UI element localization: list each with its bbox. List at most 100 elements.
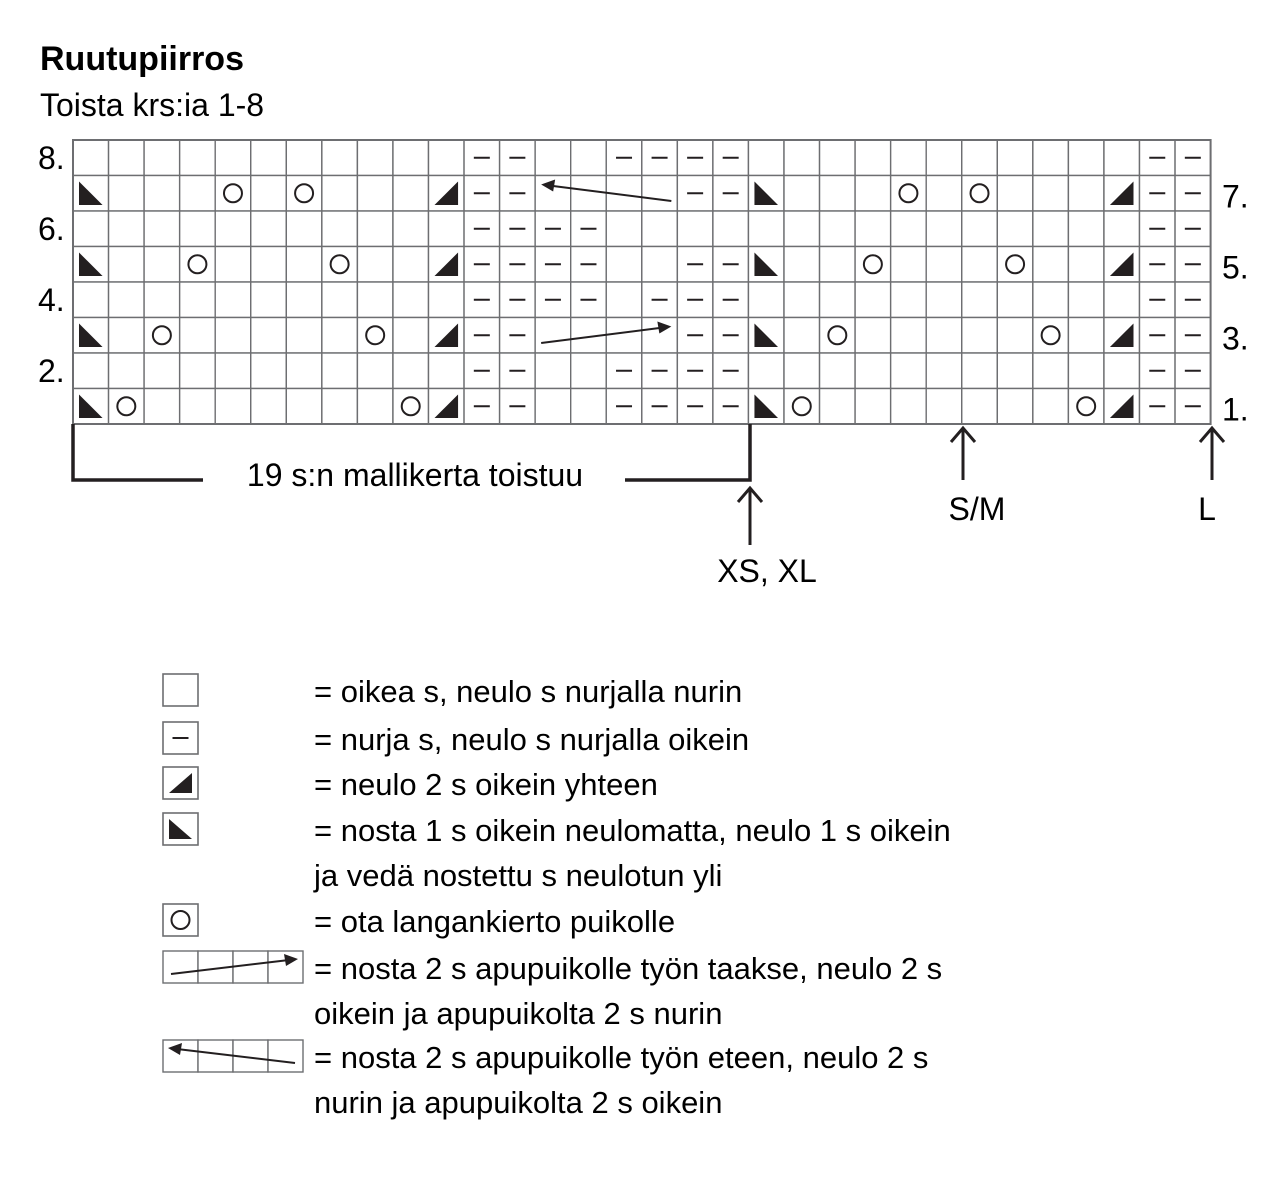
- legend-cell-box: [162, 903, 199, 937]
- chart-cell: [285, 352, 323, 390]
- size-marker-s-m-label: S/M: [949, 491, 1006, 527]
- chart-cell: [534, 316, 572, 354]
- chart-cell: [356, 210, 394, 248]
- chart-cell: [712, 210, 750, 248]
- chart-cell: [321, 245, 359, 283]
- cell-box: [854, 316, 892, 354]
- legend-item: = oikea s, neulo s nurjalla nurin: [162, 673, 742, 709]
- chart-cell: [285, 316, 323, 354]
- chart-cell: [1138, 387, 1176, 425]
- legend-yo-icon: [162, 903, 199, 937]
- cell-box: [143, 174, 181, 212]
- chart-cell: [925, 210, 963, 248]
- chart-cell: [178, 281, 216, 319]
- chart-cell: [1174, 281, 1212, 319]
- chart-cell: [961, 352, 998, 390]
- cell-box: [747, 352, 785, 390]
- cell-box: [107, 316, 145, 354]
- cell-box: [392, 245, 430, 283]
- cell-box: [570, 387, 607, 425]
- chart-cell: [889, 281, 927, 319]
- cell-box: [285, 210, 323, 248]
- cell-box: [1103, 139, 1141, 177]
- chart-cell: [1138, 174, 1176, 212]
- cell-box: [925, 139, 963, 177]
- chart-cell: [250, 387, 287, 425]
- chart-cell: [641, 245, 679, 283]
- k2tog-symbol: [169, 773, 192, 793]
- chart-cell: [356, 352, 394, 390]
- cell-box: [72, 352, 110, 390]
- cell-box: [1138, 352, 1176, 390]
- chart-cell: [570, 387, 607, 425]
- chart-cell: [1138, 316, 1176, 354]
- chart-cell: [783, 245, 821, 283]
- row-number-right: 1.: [1222, 391, 1249, 427]
- chart-cell: [818, 352, 856, 390]
- cell-box: [818, 352, 856, 390]
- chart-cell: [72, 174, 110, 212]
- chart-cell: [392, 281, 430, 319]
- chart-cell: [1067, 245, 1105, 283]
- chart-subtitle: Toista krs:ia 1-8: [40, 87, 264, 123]
- row-number-left: 2.: [38, 353, 65, 389]
- legend-knit-icon: [162, 673, 199, 707]
- cell-box: [747, 210, 785, 248]
- yarn-over-symbol: [969, 183, 990, 204]
- chart-cell: [818, 387, 856, 425]
- cable-arrowhead: [541, 179, 556, 192]
- chart-cell: [250, 245, 287, 283]
- cell-box: [961, 387, 998, 425]
- chart-cell: [605, 316, 643, 354]
- legend-item: = ota langankierto puikolle: [162, 903, 675, 939]
- chart-cell: [427, 174, 465, 212]
- chart-cell: [641, 281, 679, 319]
- cell-box: [250, 245, 287, 283]
- k2tog-symbol: [434, 252, 459, 276]
- chart-cell: [178, 387, 216, 425]
- chart-cell: [1103, 316, 1141, 354]
- cell-box: [818, 210, 856, 248]
- cell-box: [961, 352, 998, 390]
- cell-box: [250, 387, 287, 425]
- legend-text: = nosta 1 s oikein neulomatta, neulo 1 s…: [314, 813, 951, 848]
- chart-cell: [605, 245, 643, 283]
- legend-cable-left-icon: [162, 1039, 304, 1073]
- chart-cell: [463, 210, 501, 248]
- cell-box: [321, 352, 359, 390]
- chart-cell: [143, 139, 181, 177]
- chart-cell: [1103, 210, 1141, 248]
- chart-cell: [285, 281, 323, 319]
- row-number-left: 6.: [38, 211, 65, 247]
- chart-cell: [641, 387, 679, 425]
- cell-box: [1067, 316, 1105, 354]
- legend-text: = ota langankierto puikolle: [314, 904, 675, 939]
- yarn-over-symbol: [898, 183, 919, 204]
- cell-box: [178, 245, 216, 283]
- chart-cell: [534, 210, 572, 248]
- cell-box: [1067, 281, 1105, 319]
- chart-cell: [961, 139, 998, 177]
- cell-box: [356, 174, 394, 212]
- chart-cell: [214, 174, 252, 212]
- cell-box: [570, 139, 607, 177]
- legend-cell-box: [162, 950, 199, 984]
- chart-cell: [747, 316, 785, 354]
- cell-box: [605, 281, 643, 319]
- chart-cell: [961, 281, 998, 319]
- cell-box: [996, 245, 1034, 283]
- chart-cell: [961, 316, 998, 354]
- cell-box: [107, 387, 145, 425]
- chart-cell: [1067, 352, 1105, 390]
- cell-box: [996, 210, 1034, 248]
- cell-box: [427, 281, 465, 319]
- cell-box: [107, 174, 145, 212]
- chart-cell: [285, 245, 323, 283]
- chart-cell: [712, 174, 750, 212]
- chart-cell: [214, 316, 252, 354]
- chart-cell: [107, 174, 145, 212]
- cell-box: [605, 245, 643, 283]
- row-number-right: 7.: [1222, 178, 1249, 214]
- chart-cell: [143, 316, 181, 354]
- chart-cell: [392, 174, 430, 212]
